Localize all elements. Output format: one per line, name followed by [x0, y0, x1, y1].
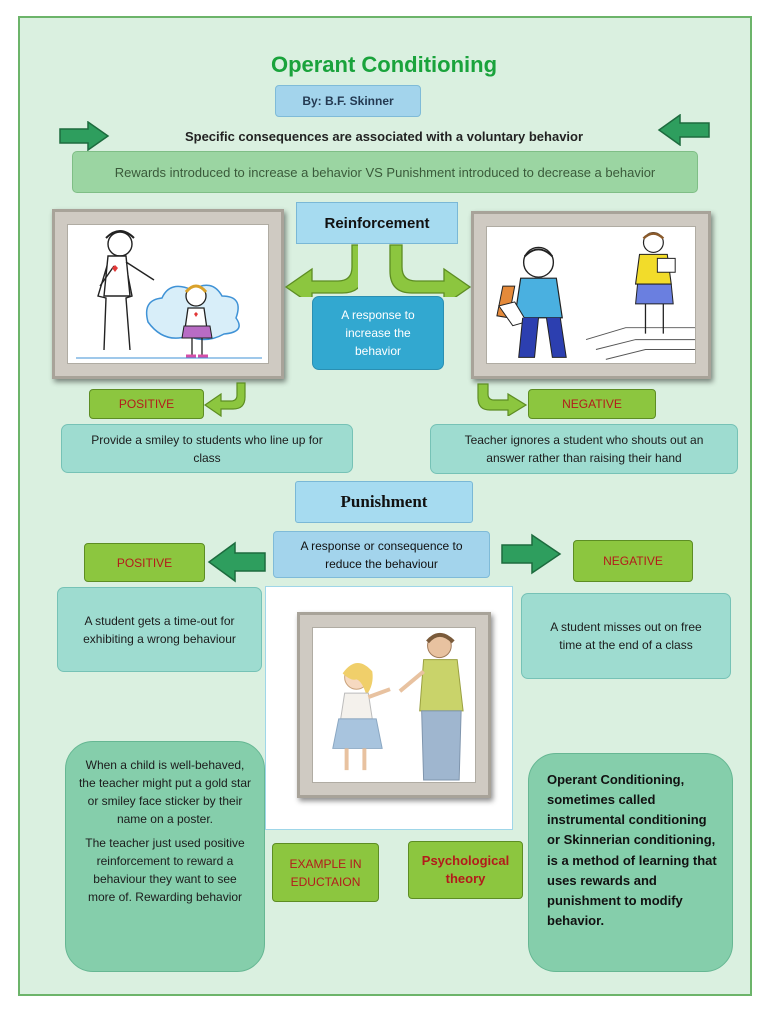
- left-arrow-icon: [207, 541, 266, 583]
- example-paragraph-2: The teacher just used positive reinforce…: [85, 836, 245, 904]
- punishment-positive-label: POSITIVE: [84, 543, 205, 582]
- teacher-student-picture: [52, 209, 284, 379]
- example-in-education-label: EXAMPLE IN EDUCTAION: [272, 843, 379, 902]
- reinforcement-negative-label: NEGATIVE: [528, 389, 656, 419]
- students-picture: [471, 211, 711, 379]
- bent-right-arrow-icon: [477, 383, 528, 416]
- page-title: Operant Conditioning: [270, 52, 498, 77]
- curved-right-arrow-icon: [389, 244, 472, 297]
- example-paragraph-1: When a child is well-behaved, the teache…: [78, 758, 252, 826]
- rewards-vs-punishment-bar: Rewards introduced to increase a behavio…: [72, 151, 698, 193]
- reinforcement-heading: Reinforcement: [296, 202, 458, 244]
- punishment-positive-example: A student gets a time-out for exhibiting…: [57, 587, 262, 672]
- right-arrow-icon: [59, 121, 110, 151]
- teacher-smiley-illustration: [76, 230, 262, 359]
- reinforcement-positive-example: Provide a smiley to students who line up…: [61, 424, 353, 473]
- punishment-negative-label: NEGATIVE: [573, 540, 693, 582]
- students-illustration: [496, 232, 695, 360]
- bent-left-arrow-icon: [203, 382, 246, 417]
- teacher-child-picture: [297, 612, 491, 798]
- right-arrow-icon: [501, 533, 562, 575]
- example-in-education-text: When a child is well-behaved, the teache…: [65, 741, 265, 972]
- punishment-negative-example: A student misses out on free time at the…: [521, 593, 731, 679]
- psychological-theory-label: Psychological theory: [408, 841, 523, 899]
- theory-description: Operant Conditioning, sometimes called i…: [528, 753, 733, 972]
- reinforcement-negative-example: Teacher ignores a student who shouts out…: [430, 424, 738, 474]
- curved-left-arrow-icon: [284, 244, 358, 297]
- reinforcement-definition: A response to increase the behavior: [312, 296, 444, 370]
- punishment-heading: Punishment: [295, 481, 473, 523]
- teacher-scolding-illustration: [332, 632, 464, 781]
- reinforcement-positive-label: POSITIVE: [89, 389, 204, 419]
- punishment-definition: A response or consequence to reduce the …: [273, 531, 490, 578]
- subtitle: Specific consequences are associated wit…: [184, 129, 584, 144]
- left-arrow-icon: [657, 114, 710, 146]
- author-byline: By: B.F. Skinner: [275, 85, 421, 117]
